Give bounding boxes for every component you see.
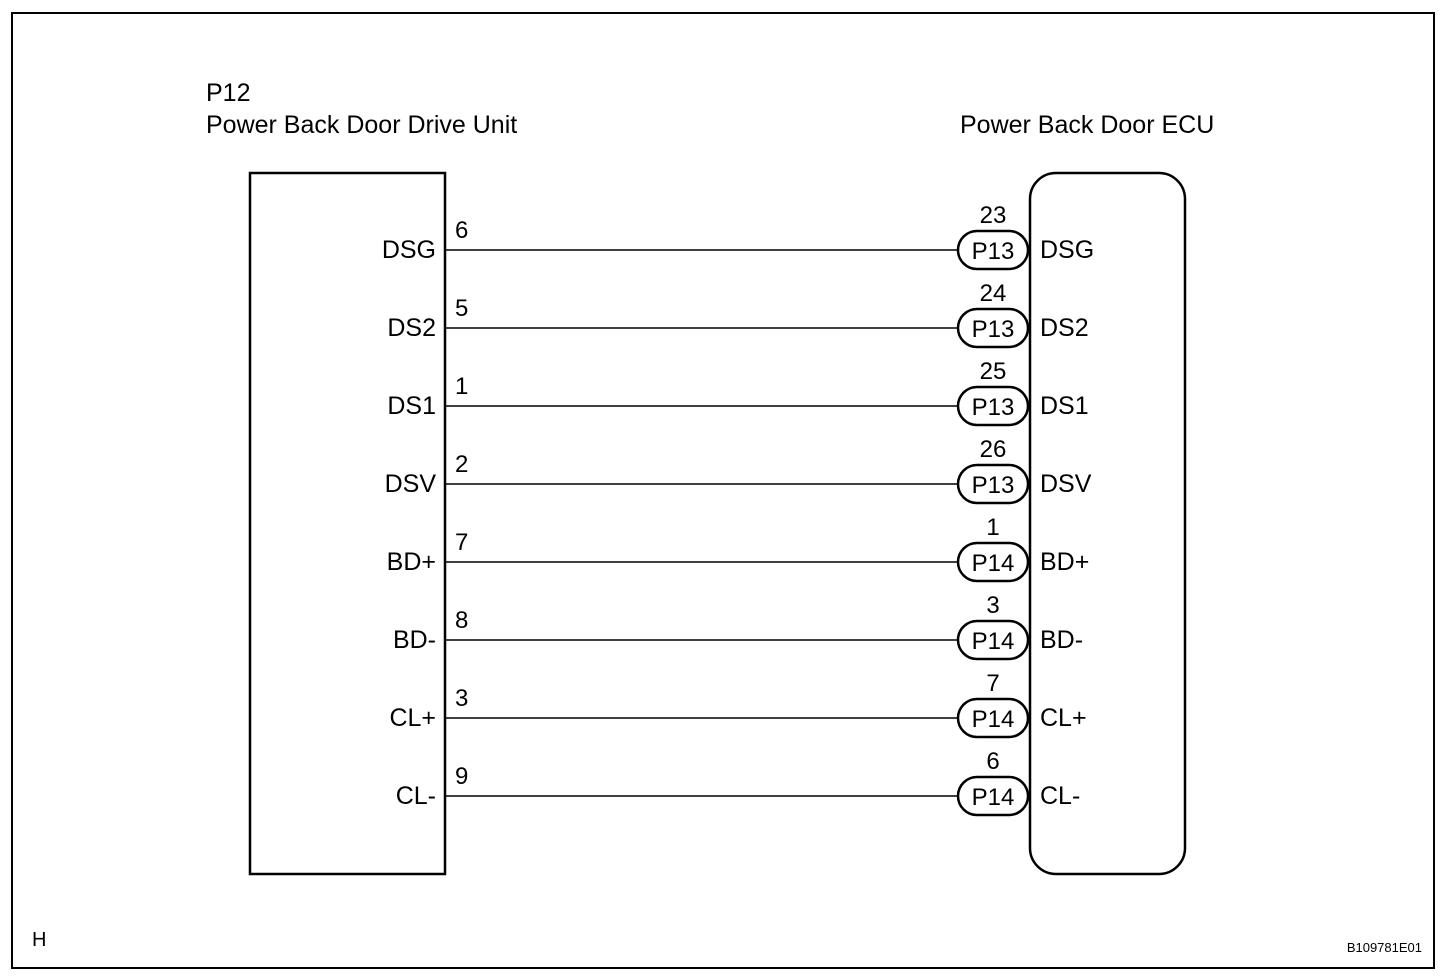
left-component-name: Power Back Door Drive Unit bbox=[206, 111, 517, 139]
connector-code: P14 bbox=[972, 784, 1015, 811]
figure-code: B109781E01 bbox=[1347, 940, 1422, 955]
right-signal-label: CL+ bbox=[1040, 704, 1087, 732]
left-signal-label: CL+ bbox=[389, 704, 436, 732]
right-signal-label: CL- bbox=[1040, 782, 1080, 810]
right-signal-label: DSV bbox=[1040, 470, 1092, 498]
connector-pill bbox=[956, 385, 1030, 427]
right-pin-number: 24 bbox=[980, 280, 1007, 307]
right-pin-number: 7 bbox=[986, 670, 999, 697]
connector-pill bbox=[956, 307, 1030, 349]
right-signal-label: DS2 bbox=[1040, 314, 1089, 342]
left-pin-number: 8 bbox=[455, 607, 468, 634]
connector-pill bbox=[956, 619, 1030, 661]
connector-pill bbox=[956, 697, 1030, 739]
connector-code: P13 bbox=[972, 316, 1015, 343]
connector-code: P13 bbox=[972, 472, 1015, 499]
left-pin-number: 7 bbox=[455, 529, 468, 556]
connector-pill bbox=[956, 775, 1030, 817]
connector-pill bbox=[956, 541, 1030, 583]
left-signal-label: DS2 bbox=[387, 314, 436, 342]
connector-code: P13 bbox=[972, 394, 1015, 421]
diagram-frame bbox=[11, 12, 1435, 969]
left-signal-label: BD+ bbox=[387, 548, 436, 576]
connector-code: P13 bbox=[972, 238, 1015, 265]
right-signal-label: BD- bbox=[1040, 626, 1083, 654]
left-pin-number: 9 bbox=[455, 763, 468, 790]
right-pin-number: 6 bbox=[986, 748, 999, 775]
connector-pill bbox=[956, 463, 1030, 505]
right-pin-number: 26 bbox=[980, 436, 1007, 463]
connector-code: P14 bbox=[972, 628, 1015, 655]
ecu-box bbox=[1028, 171, 1187, 876]
left-signal-label: DSG bbox=[382, 236, 436, 264]
left-pin-number: 3 bbox=[455, 685, 468, 712]
right-pin-number: 23 bbox=[980, 202, 1007, 229]
left-signal-label: DSV bbox=[385, 470, 437, 498]
left-signal-label: BD- bbox=[393, 626, 436, 654]
connector-code: P14 bbox=[972, 550, 1015, 577]
connector-pill bbox=[956, 229, 1030, 271]
right-signal-label: DSG bbox=[1040, 236, 1094, 264]
right-pin-number: 1 bbox=[986, 514, 999, 541]
drive-unit-box bbox=[248, 171, 447, 876]
corner-label: H bbox=[32, 929, 46, 951]
left-pin-number: 1 bbox=[455, 373, 468, 400]
right-component-name: Power Back Door ECU bbox=[960, 111, 1214, 139]
left-signal-label: CL- bbox=[396, 782, 436, 810]
right-signal-label: DS1 bbox=[1040, 392, 1089, 420]
left-pin-number: 5 bbox=[455, 295, 468, 322]
connector-code: P14 bbox=[972, 706, 1015, 733]
left-signal-label: DS1 bbox=[387, 392, 436, 420]
right-pin-number: 25 bbox=[980, 358, 1007, 385]
right-signal-label: BD+ bbox=[1040, 548, 1089, 576]
right-pin-number: 3 bbox=[986, 592, 999, 619]
left-pin-number: 6 bbox=[455, 217, 468, 244]
left-connector-id: P12 bbox=[206, 79, 250, 107]
left-pin-number: 2 bbox=[455, 451, 468, 478]
